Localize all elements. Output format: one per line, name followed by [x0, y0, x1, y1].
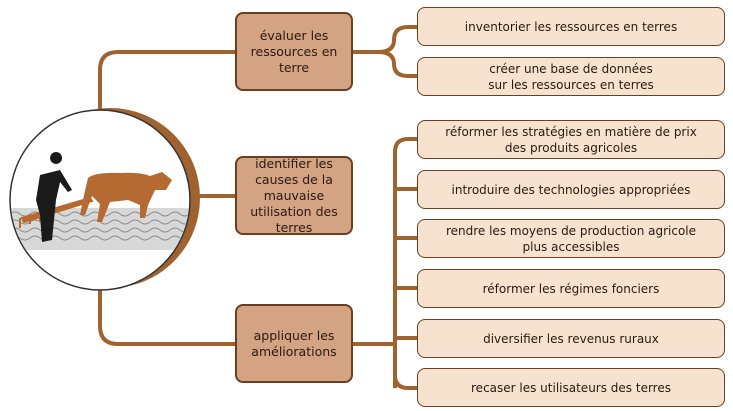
action-create-database: créer une base de données sur les ressou…	[417, 57, 725, 96]
action-appropriate-technologies: introduire des technologies appropriées	[417, 170, 725, 209]
action-reform-pricing: réformer les stratégies en matière de pr…	[417, 120, 725, 159]
action-resettle-users: recaser les utilisateurs des terres	[417, 368, 725, 407]
farmer-plowing-with-ox-icon	[9, 108, 200, 291]
action-accessible-inputs: rendre les moyens de production agricole…	[417, 219, 725, 258]
step-identify-causes: identifier les causes de la mauvaise uti…	[235, 156, 353, 235]
action-land-tenure-reform: réformer les régimes fonciers	[417, 269, 725, 308]
action-diversify-income: diversifier les revenus ruraux	[417, 319, 725, 358]
step-apply-improvements: appliquer les améliorations	[235, 304, 353, 383]
step-evaluate-land-resources: évaluer les ressources en terre	[235, 12, 353, 91]
action-inventory-land: inventorier les ressources en terres	[417, 7, 725, 46]
